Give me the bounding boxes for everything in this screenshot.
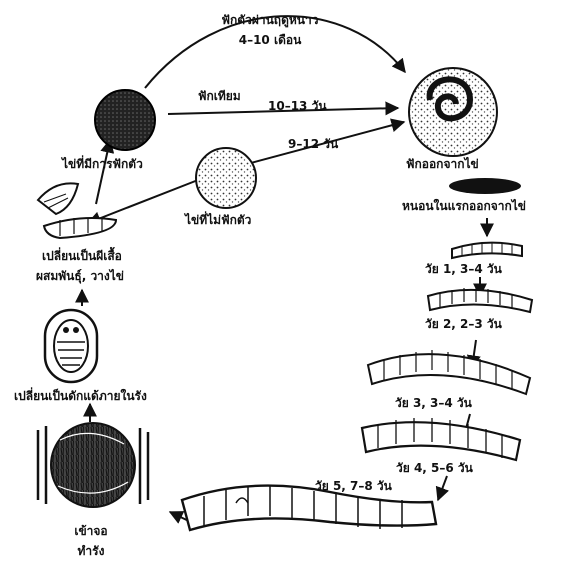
diapause-egg-icon bbox=[95, 90, 155, 150]
label-nondiapause-egg: ไข่ที่ไม่ฟักตัว bbox=[185, 214, 251, 228]
pupa-in-cocoon-icon bbox=[45, 310, 97, 382]
cocoon-spinning-icon bbox=[38, 423, 148, 507]
label-instar5: วัย 5, 7–8 วัน bbox=[315, 480, 392, 494]
arrow-moth-to-egg bbox=[96, 140, 110, 204]
label-instar2: วัย 2, 2–3 วัน bbox=[425, 318, 502, 332]
label-artificial: ฟักเทียม bbox=[198, 90, 241, 104]
instar3-larva-icon bbox=[368, 350, 530, 394]
label-hatching: ฟักออกจากไข่ bbox=[406, 158, 479, 172]
arrow-egg-to-moth bbox=[88, 180, 198, 223]
label-cocoon-line2: ทำรัง bbox=[66, 545, 116, 559]
label-cocoon-line1: เข้าจอ bbox=[66, 525, 116, 539]
label-diapause-months: 4–10 เดือน bbox=[205, 34, 335, 48]
label-instar4: วัย 4, 5–6 วัน bbox=[396, 462, 473, 476]
label-instar1: วัย 1, 3–4 วัน bbox=[425, 263, 502, 277]
instar5-larva-icon bbox=[182, 486, 436, 530]
first-larva-icon bbox=[449, 178, 521, 194]
label-moth-line1: เปลี่ยนเป็นผีเสื้อ bbox=[42, 250, 122, 264]
label-moth-line2: ผสมพันธุ์, วางไข่ bbox=[36, 270, 124, 284]
moth-icon bbox=[38, 183, 116, 238]
nondiapause-egg-icon bbox=[196, 148, 256, 208]
label-nondiapause-days: 9–12 วัน bbox=[288, 138, 338, 152]
label-artificial-days: 10–13 วัน bbox=[268, 100, 327, 114]
label-first-larva: หนอนในแรกออกจากไข่ bbox=[402, 200, 526, 214]
label-instar3: วัย 3, 3–4 วัน bbox=[395, 397, 472, 411]
label-diapause-egg: ไข่ที่มีการฟักตัว bbox=[62, 158, 143, 172]
instar2-larva-icon bbox=[428, 288, 532, 312]
instar4-larva-icon bbox=[362, 418, 520, 460]
label-diapause-path: ฟักตัวผ่านฤดูหนาว bbox=[195, 14, 345, 28]
label-pupa: เปลี่ยนเป็นดักแด้ภายในรัง bbox=[14, 390, 147, 404]
hatching-egg-icon bbox=[409, 68, 497, 156]
arrow-instar4-to-instar5 bbox=[438, 476, 447, 500]
instar1-larva-icon bbox=[452, 243, 522, 258]
